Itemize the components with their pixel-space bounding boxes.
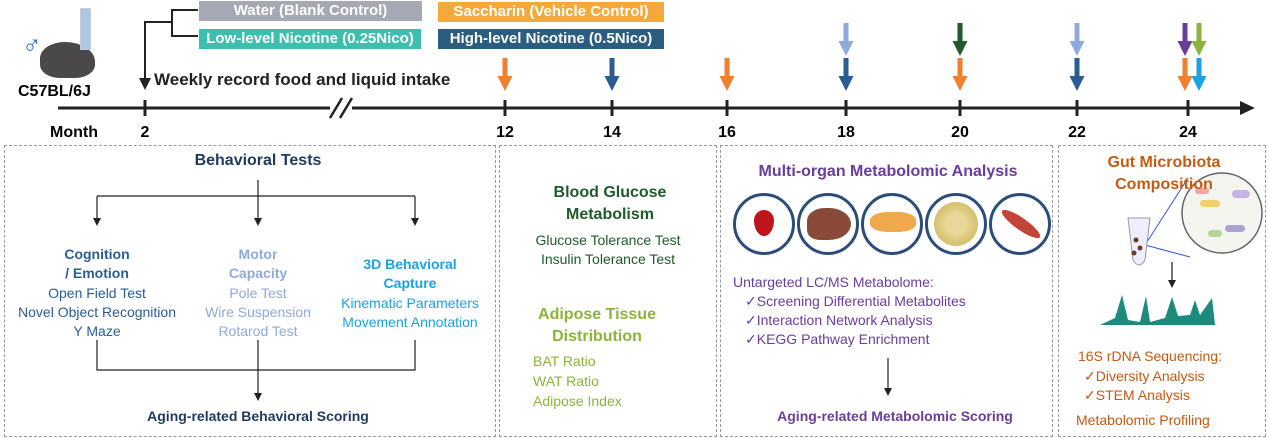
group-low-nicotine: Low-level Nicotine (0.25Nico): [199, 29, 421, 49]
motor-item: Rotarod Test: [218, 323, 298, 339]
month-tick-label: 24: [1179, 124, 1197, 141]
liver-icon: [797, 193, 859, 255]
glucose-item: Insulin Tolerance Test: [540, 251, 676, 267]
group-high-nicotine: High-level Nicotine (0.5Nico): [438, 29, 664, 49]
glucose-item: Glucose Tolerance Test: [535, 232, 681, 248]
metabolomic-item: ✓Screening Differential Metabolites: [745, 293, 966, 309]
capture-item: Movement Annotation: [342, 314, 478, 330]
timepoint-arrow-blue: [604, 58, 620, 91]
month-axis-label: Month: [50, 124, 98, 141]
behavior-title: Behavioral Tests: [194, 152, 322, 169]
timepoint-arrow-blue: [838, 58, 854, 91]
timepoint-arrow-orange: [497, 58, 513, 91]
metabolomic-title: Multi-organ Metabolomic Analysis: [758, 163, 1018, 180]
timepoint-arrow-blue: [1069, 58, 1085, 91]
cognition-item: Open Field Test: [48, 285, 146, 301]
male-symbol: ♂: [22, 30, 42, 60]
timepoint-arrow-purple: [1177, 23, 1193, 56]
timepoint-arrow-darkgreen: [952, 23, 968, 56]
glucose-title: Blood Glucose Metabolism: [553, 184, 667, 223]
timepoint-arrow-orange: [1177, 58, 1193, 91]
behavior-scoring: Aging-related Behavioral Scoring: [147, 408, 369, 424]
timepoint-arrow-lightblue: [838, 23, 854, 56]
cognition-item: Y Maze: [73, 323, 121, 339]
month-tick-label: 2: [140, 124, 150, 141]
month-tick-label: 14: [603, 124, 621, 141]
group-saccharin: Saccharin (Vehicle Control): [438, 2, 664, 22]
behavior-panel: [4, 145, 496, 437]
timepoint-arrow-lightblue: [1069, 23, 1085, 56]
microbiota-item: ✓STEM Analysis: [1084, 387, 1190, 403]
microbiota-title: Gut Microbiota Composition: [1107, 154, 1221, 193]
adipose-item: Adipose Index: [533, 393, 622, 409]
microbiota-method: 16S rDNA Sequencing:: [1078, 348, 1222, 364]
water-bottle-icon: [80, 8, 91, 50]
capture-title: 3D Behavioral Capture: [363, 256, 457, 291]
metabolomic-method: Untargeted LC/MS Metabolome:: [733, 274, 934, 290]
motor-item: Wire Suspension: [205, 304, 311, 320]
metabolomic-panel: [720, 145, 1053, 437]
microbiota-panel: [1058, 145, 1266, 437]
metabolomic-item: ✓Interaction Network Analysis: [745, 312, 933, 328]
cognition-title: Cognition / Emotion: [64, 246, 130, 281]
capture-item: Kinematic Parameters: [341, 295, 479, 311]
intake-note: Weekly record food and liquid intake: [154, 70, 451, 89]
month-tick-label: 16: [718, 124, 736, 141]
muscle-icon: [989, 193, 1051, 255]
month-tick-label: 18: [837, 124, 855, 141]
adipose-title: Adipose Tissue Distribution: [538, 306, 656, 345]
metabolomic-scoring: Aging-related Metabolomic Scoring: [777, 408, 1013, 424]
pancreas-icon: [861, 193, 923, 255]
cognition-item: Novel Object Recognition: [18, 304, 176, 320]
strain-label: C57BL/6J: [18, 83, 91, 100]
timepoint-arrow-green: [1191, 23, 1207, 56]
motor-item: Pole Test: [229, 285, 287, 301]
adipose-item: BAT Ratio: [533, 353, 596, 369]
microbiota-item: ✓Diversity Analysis: [1084, 368, 1205, 384]
month-tick-label: 22: [1068, 124, 1086, 141]
month-tick-label: 20: [951, 124, 969, 141]
glucose-adipose-panel: [499, 145, 717, 437]
timepoint-arrow-orange: [719, 58, 735, 91]
group-water: Water (Blank Control): [199, 1, 422, 21]
timepoint-arrow-orange: [952, 58, 968, 91]
blood-icon: [733, 193, 795, 255]
month-tick-label: 12: [496, 124, 514, 141]
metabolomic-item: ✓KEGG Pathway Enrichment: [745, 331, 930, 347]
microbiota-extra: Metabolomic Profiling: [1076, 412, 1210, 428]
sequencing-peaks-icon: [1100, 295, 1215, 325]
timepoint-arrow-cyan: [1191, 58, 1207, 91]
adipose-item: WAT Ratio: [533, 373, 599, 389]
fat-icon: [925, 193, 987, 255]
motor-title: Motor Capacity: [228, 246, 288, 281]
